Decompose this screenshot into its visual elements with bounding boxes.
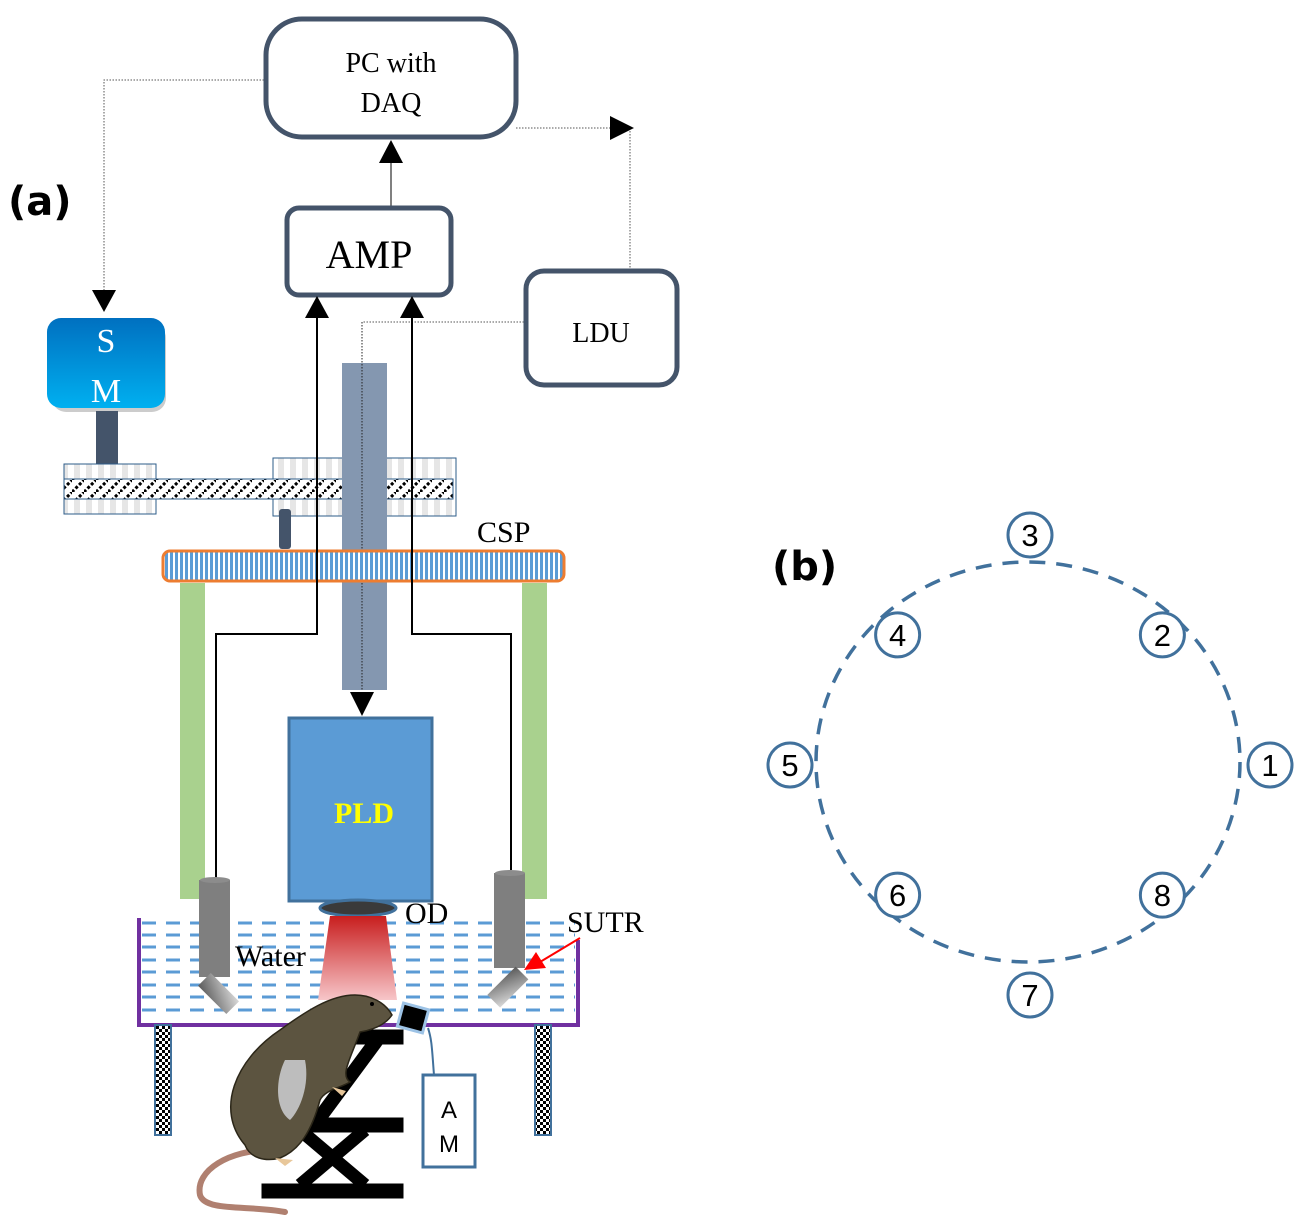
signal-wires: [215, 315, 512, 880]
transducer-positions: 1 2 3 4 5 6 7 8: [766, 511, 1294, 1019]
optical-diffuser: [318, 898, 398, 918]
position-number: 8: [1154, 878, 1171, 913]
motor-shaft: [96, 411, 118, 464]
right-transducer: [487, 870, 529, 1008]
lead-screw: [63, 478, 454, 500]
position-number: 6: [889, 878, 906, 913]
position-marker-1: 1: [1246, 741, 1294, 789]
panel-b-label: (b): [772, 544, 837, 590]
small-pin: [279, 509, 291, 549]
pld-block: PLD: [287, 716, 434, 903]
water-label: Water: [235, 940, 306, 973]
position-number: 4: [889, 618, 906, 653]
rat-illustration: [196, 994, 393, 1215]
ldu-label: LDU: [572, 318, 630, 349]
position-number: 7: [1021, 978, 1038, 1013]
position-number: 2: [1154, 618, 1171, 653]
pc-label: PC with: [345, 48, 436, 79]
arrow-to-pld-icon: [350, 692, 374, 716]
panel-a-label: (a): [8, 179, 72, 225]
position-marker-6: 6: [874, 871, 922, 919]
position-number: 1: [1261, 748, 1278, 783]
position-circle: [1006, 971, 1054, 1019]
arrow-to-sm-icon: [92, 290, 116, 312]
csp-label: CSP: [477, 516, 530, 549]
right-support: [522, 583, 547, 899]
arrow-to-amp-right-icon: [400, 296, 424, 318]
position-marker-2: 2: [1138, 611, 1186, 659]
right-leg: [534, 1024, 552, 1136]
position-circle: [874, 871, 922, 919]
am-label-a: A: [441, 1097, 457, 1124]
left-support: [180, 583, 205, 899]
pc-with-daq-block: PC with DAQ: [263, 16, 519, 140]
position-marker-8: 8: [1138, 871, 1186, 919]
arrow-to-ldu-trigger-icon: [610, 116, 634, 140]
position-marker-4: 4: [874, 611, 922, 659]
amp-block: AMP: [284, 205, 454, 298]
position-marker-5: 5: [766, 741, 814, 789]
am-label-m: M: [439, 1131, 459, 1158]
position-circle: [1138, 871, 1186, 919]
scan-trajectory-circle: [814, 560, 1242, 964]
sm-label-s: S: [97, 323, 116, 360]
csp-plate: [161, 549, 566, 583]
position-circle: [1006, 511, 1054, 559]
position-number: 5: [781, 748, 798, 783]
position-circle: [766, 741, 814, 789]
position-number: 3: [1021, 518, 1038, 553]
stepper-motor-block: S M: [47, 318, 166, 412]
daq-label: DAQ: [361, 88, 422, 119]
arrow-to-pc-icon: [379, 140, 403, 163]
amp-label: AMP: [326, 232, 413, 277]
position-circle: [1246, 741, 1294, 789]
rotation-shaft: [342, 363, 387, 690]
position-marker-7: 7: [1006, 971, 1054, 1019]
ldu-block: LDU: [523, 268, 680, 388]
position-circle: [1138, 611, 1186, 659]
position-marker-3: 3: [1006, 511, 1054, 559]
sutr-label: SUTR: [567, 906, 644, 939]
position-circle: [874, 611, 922, 659]
pld-label: PLD: [334, 797, 394, 830]
left-transducer: [198, 877, 240, 1015]
arrow-to-amp-left-icon: [305, 296, 329, 318]
left-leg: [154, 1024, 172, 1136]
anesthesia-monitor: A M: [395, 1001, 477, 1169]
od-label: OD: [405, 897, 448, 930]
sm-label-m: M: [91, 373, 121, 410]
sutr-pointer-arrow-icon: [524, 952, 546, 970]
laser-beam: [318, 916, 397, 1000]
